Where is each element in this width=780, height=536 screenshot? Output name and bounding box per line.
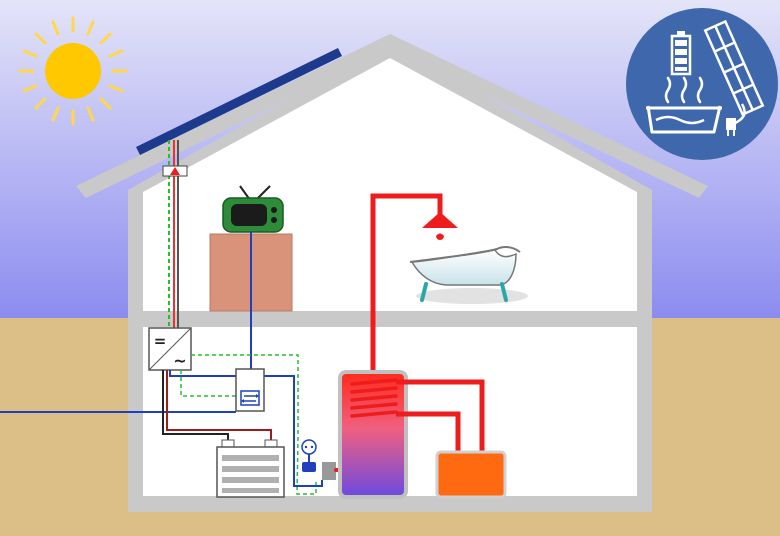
heater-icon [435, 450, 507, 499]
hot-water-tank-icon [338, 370, 408, 499]
outlet-icon [301, 439, 317, 472]
hot-water-pipe-shower [370, 193, 443, 372]
ground-wiring [180, 354, 317, 495]
inverter-dc-label: = [154, 332, 167, 350]
battery-icon [216, 439, 285, 498]
meter-icon [235, 368, 265, 412]
tv-icon [222, 185, 284, 233]
inverter-ac-label: ~ [173, 351, 186, 370]
roof-junction-box [162, 165, 188, 177]
heater-pipes [396, 379, 485, 454]
inverter-icon: = ~ [148, 327, 192, 371]
ac-wiring [0, 370, 323, 487]
bathtub-icon [409, 246, 528, 304]
solar-panel-icon [136, 48, 342, 155]
sun-icon [18, 16, 128, 126]
shower-icon [422, 212, 458, 240]
pv-storage-badge-icon [626, 8, 778, 160]
